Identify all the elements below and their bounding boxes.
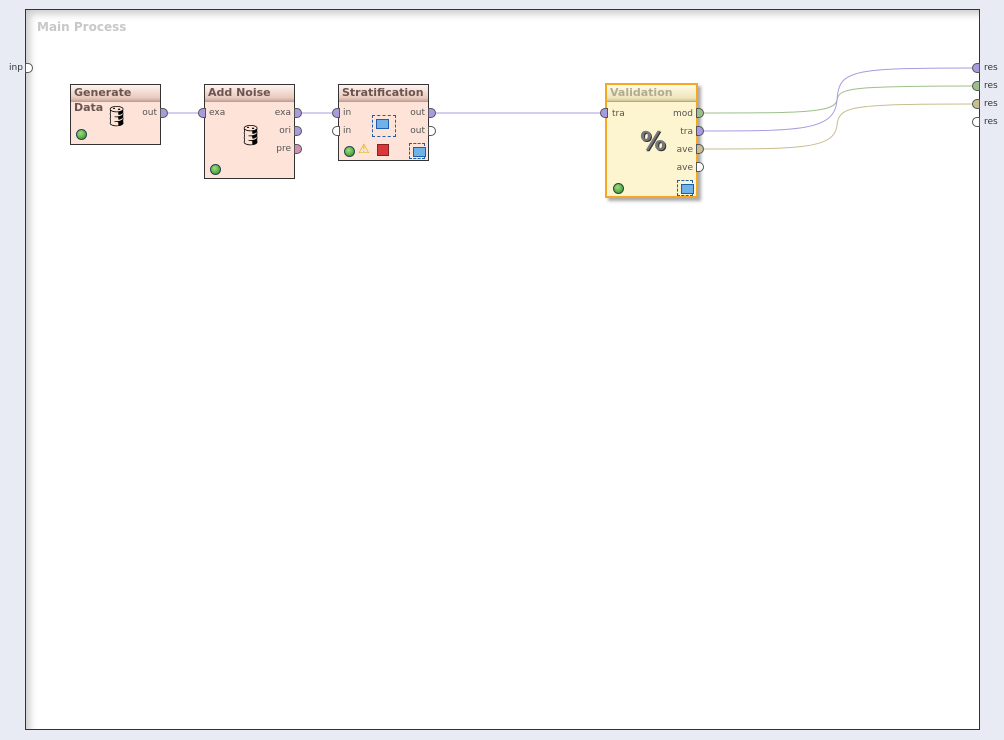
output-port[interactable]: [696, 108, 704, 118]
operator-title: Add Noise: [205, 85, 294, 102]
subprocess-icon[interactable]: [409, 143, 426, 159]
input-port-label: inp: [9, 63, 23, 73]
operator-title: Validation: [607, 85, 696, 102]
port-label: exa: [274, 108, 291, 118]
input-port[interactable]: [198, 108, 206, 118]
output-port[interactable]: [428, 126, 436, 136]
subprocess-icon: [372, 115, 396, 137]
output-port[interactable]: [294, 126, 302, 136]
port-label: out: [410, 126, 425, 136]
output-port[interactable]: [294, 144, 302, 154]
output-port[interactable]: [696, 144, 704, 154]
operator-validation[interactable]: Validation tra mod tra ave ave %: [605, 83, 698, 198]
process-title: Main Process: [37, 20, 127, 34]
output-port[interactable]: [294, 108, 302, 118]
port-label: ave: [676, 163, 693, 173]
subprocess-icon[interactable]: [677, 180, 694, 196]
port-label: exa: [209, 108, 226, 118]
percent-icon: %: [640, 127, 667, 157]
operator-add-noise[interactable]: Add Noise exa exa ori pre 🛢: [204, 84, 295, 179]
output-port[interactable]: [696, 126, 704, 136]
port-label: in: [343, 108, 352, 118]
result-port-label: res: [984, 117, 998, 127]
port-label: tra: [680, 127, 693, 137]
result-port-label: res: [984, 63, 998, 73]
input-port[interactable]: [25, 63, 33, 73]
port-label: ave: [676, 145, 693, 155]
result-port[interactable]: [972, 63, 980, 73]
result-port[interactable]: [972, 99, 980, 109]
output-port[interactable]: [428, 108, 436, 118]
process-canvas[interactable]: Main Process: [25, 9, 980, 730]
port-label: mod: [673, 109, 693, 119]
breakpoint-icon[interactable]: [377, 144, 389, 156]
status-led-icon: [210, 164, 221, 175]
port-label: tra: [612, 109, 625, 119]
port-label: in: [343, 126, 352, 136]
operator-title: Generate Data: [71, 85, 160, 114]
output-port[interactable]: [696, 162, 704, 172]
status-led-icon: [344, 146, 355, 157]
database-icon: 🛢: [238, 123, 264, 147]
result-port[interactable]: [972, 81, 980, 91]
database-icon: 🛢: [104, 104, 130, 128]
status-led-icon: [76, 129, 87, 140]
port-label: ori: [279, 126, 291, 136]
result-port[interactable]: [972, 117, 980, 127]
operator-stratification[interactable]: Stratification in in out out ⚠: [338, 84, 429, 161]
warning-icon[interactable]: ⚠: [358, 142, 370, 157]
result-port-label: res: [984, 81, 998, 91]
port-label: out: [410, 108, 425, 118]
operator-generate-data[interactable]: Generate Data 🛢 out: [70, 84, 161, 145]
input-port[interactable]: [332, 108, 340, 118]
result-port-label: res: [984, 99, 998, 109]
status-led-icon: [613, 183, 624, 194]
operator-title: Stratification: [339, 85, 428, 102]
output-port[interactable]: [160, 108, 168, 118]
port-label: out: [142, 108, 157, 118]
input-port[interactable]: [600, 108, 608, 118]
port-label: pre: [276, 144, 291, 154]
input-port[interactable]: [332, 126, 340, 136]
